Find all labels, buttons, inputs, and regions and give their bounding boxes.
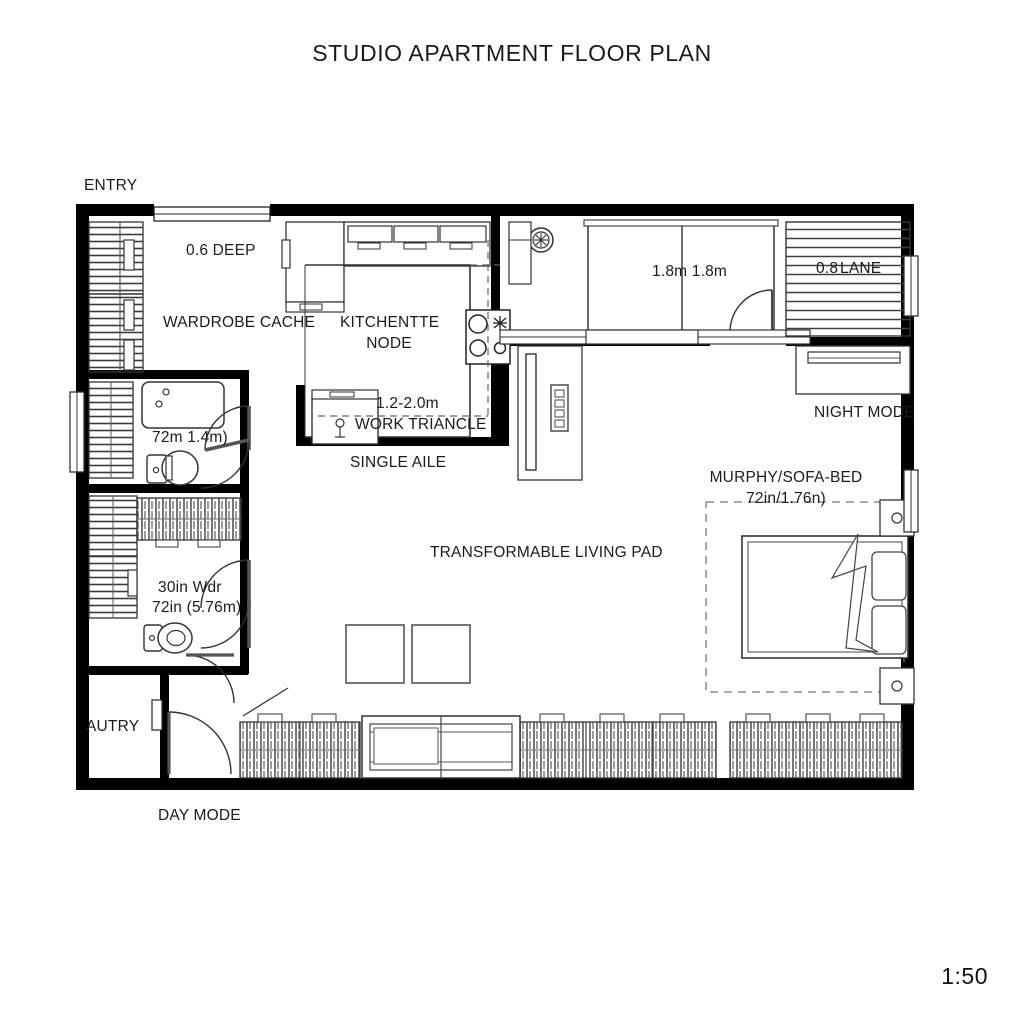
annotation-murphy-line2: 72in/1.76n)	[746, 490, 826, 507]
annotation-living-pad: TRANSFORMABLE LIVING PAD	[430, 544, 663, 561]
exterior-window-right-upper	[903, 255, 919, 317]
pantry-door	[151, 699, 232, 775]
kitchen-upper-cabinets	[281, 221, 491, 313]
exterior-window-right-lower	[903, 469, 919, 533]
annotation-entry: ENTRY	[84, 177, 138, 194]
annotation-wardrobe-cache: WARDROBE CACHE	[163, 314, 316, 331]
utility-door-swings	[185, 559, 251, 704]
annotation-kitchenette-line2: NODE	[366, 335, 412, 352]
room-divider-panel	[517, 345, 583, 481]
night-zone-door-swing	[729, 289, 773, 336]
night-mode-shelf	[795, 345, 911, 395]
murphy-bed	[741, 533, 909, 659]
annotation-work-triangle: WORK TRIANCLE	[355, 416, 487, 433]
utility-casework	[88, 495, 242, 654]
bottom-storage-run	[239, 713, 903, 779]
annotation-utility-dim-2: 72in (5.76m)	[152, 599, 242, 616]
work-triangle-guides	[318, 240, 500, 420]
drawing-scale: 1:50	[941, 963, 988, 989]
annotation-bed-span: 1.8m 1.8m	[652, 263, 728, 280]
entry-door-opening	[153, 204, 271, 222]
bathroom-door-swing	[200, 405, 251, 489]
annotation-bath-dimension: 72m 1.4m)	[152, 429, 228, 446]
annotation-work-triangle-dim: 1.2-2.0m	[376, 395, 439, 412]
louvered-closet	[785, 221, 911, 337]
bathroom-fixtures	[88, 381, 225, 486]
ceiling-fixture-icon	[508, 221, 554, 285]
annotation-wardrobe-depth: 0.6 DEEP	[186, 242, 256, 259]
annotation-lane-label: LANE	[840, 260, 882, 277]
exterior-window-left-bath	[69, 391, 85, 473]
sink-base-cabinet	[311, 389, 379, 445]
annotation-single-aisle: SINGLE AILE	[350, 454, 447, 471]
annotation-murphy-line1: MURPHY/SOFA-BED	[709, 469, 863, 486]
annotation-utility-dim-1: 30in Wdr	[158, 579, 222, 596]
ottoman-tables	[345, 624, 471, 684]
annotation-night-mode: NIGHT MODE	[814, 404, 915, 421]
annotation-day-mode: DAY MODE	[158, 807, 241, 824]
night-zone-sliding-track	[499, 329, 811, 345]
sofa-window-unit	[361, 715, 521, 779]
wardrobe-cache-casework	[88, 221, 144, 373]
murphy-bed-clearance-zone	[705, 501, 905, 693]
annotation-pantry: AUTRY	[86, 718, 140, 735]
night-zone-bed	[583, 219, 779, 337]
annotation-kitchenette-line1: KITCHENTTE	[340, 314, 440, 331]
annotation-lane-depth: 0.8	[816, 260, 839, 277]
day-mode-leader-line	[242, 687, 289, 717]
page-title: STUDIO APARTMENT FLOOR PLAN	[312, 40, 712, 66]
